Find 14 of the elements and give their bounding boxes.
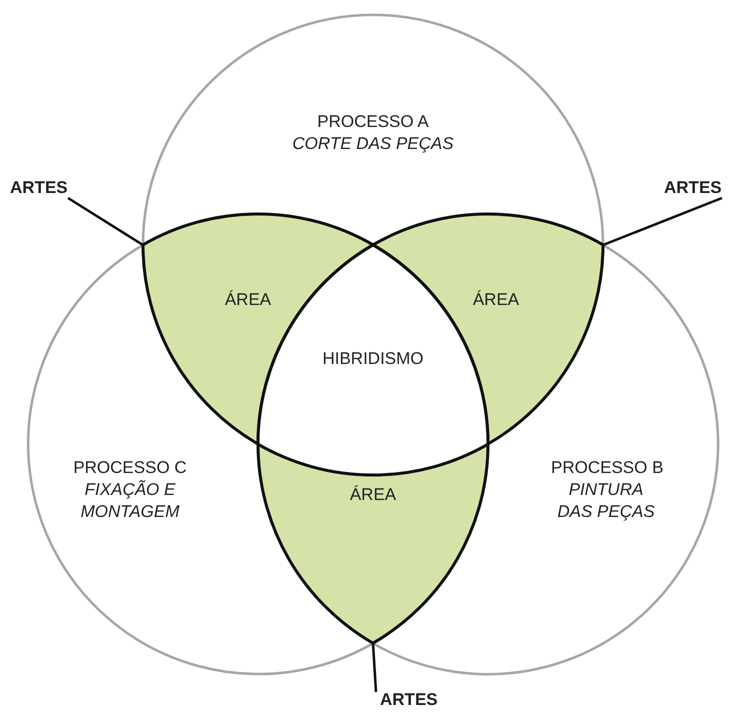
process-description: FIXAÇÃO E MONTAGEM [80,479,180,524]
process-title: PROCESSO C [73,457,187,480]
process-description: PINTURA DAS PEÇAS [556,479,656,524]
process-description: CORTE DAS PEÇAS [292,133,454,155]
annotation-label: ARTES [380,690,438,710]
region-label: ÁREA [472,288,520,311]
annotation-label: ARTES [664,178,722,198]
process-title: PROCESSO A [317,111,429,133]
region-label: ÁREA [224,288,272,311]
region-label: ÁREA [350,484,396,506]
annotation-label: ARTES [10,178,68,198]
region-label: HIBRIDISMO [322,348,424,370]
overlap-region [258,444,488,644]
process-title: PROCESSO B [551,457,664,480]
